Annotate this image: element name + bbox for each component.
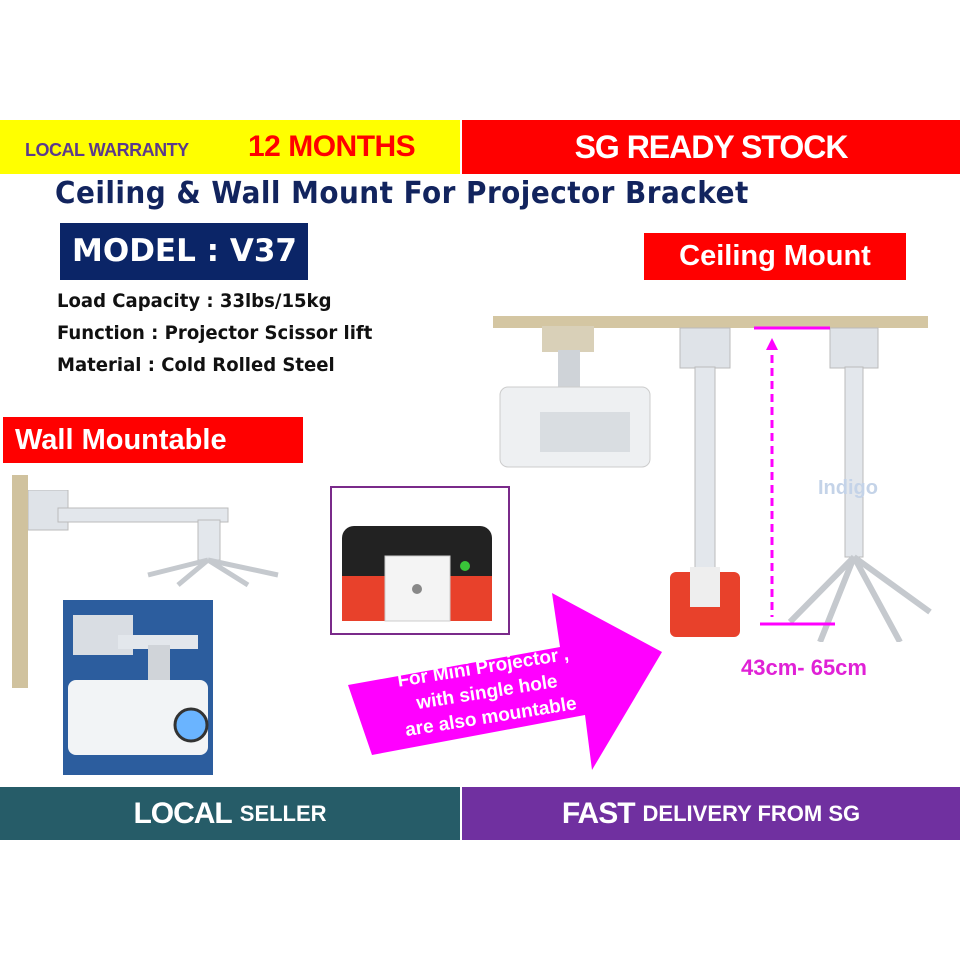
- fast-text: FAST: [561, 796, 636, 830]
- page-title: Ceiling & Wall Mount For Projector Brack…: [55, 176, 749, 211]
- ceiling-mount-label: Ceiling Mount: [644, 233, 906, 280]
- watermark: Indigo: [818, 477, 878, 499]
- delivery-text: DELIVERY FROM SG: [642, 800, 861, 826]
- warranty-banner: LOCAL WARRANTY 12 MONTHS: [0, 120, 460, 174]
- spec-load: Load Capacity : 33lbs/15kg: [57, 290, 332, 312]
- wall-mountable-label: Wall Mountable: [3, 417, 303, 463]
- mini-projector-arrow: [348, 593, 662, 770]
- mini-projector-photo: [330, 486, 510, 635]
- wall-mount-photo: [28, 490, 279, 588]
- wall-projector-photo: [63, 600, 213, 775]
- seller-text: SELLER: [239, 800, 327, 826]
- spec-material: Material : Cold Rolled Steel: [57, 354, 335, 376]
- ceiling-mount-photo: Indigo: [493, 316, 932, 642]
- ready-stock-banner: SG READY STOCK: [462, 120, 960, 174]
- spec-function: Function : Projector Scissor lift: [57, 322, 373, 344]
- warranty-period: 12 MONTHS: [248, 130, 416, 163]
- wall-illustration: [12, 475, 28, 688]
- local-seller-banner: LOCAL SELLER: [0, 787, 460, 840]
- warranty-label: LOCAL WARRANTY: [25, 140, 189, 160]
- fast-delivery-banner: FAST DELIVERY FROM SG: [462, 787, 960, 840]
- model-badge: MODEL : V37: [60, 223, 308, 280]
- height-range-label: 43cm- 65cm: [741, 655, 867, 680]
- local-text: LOCAL: [133, 796, 232, 830]
